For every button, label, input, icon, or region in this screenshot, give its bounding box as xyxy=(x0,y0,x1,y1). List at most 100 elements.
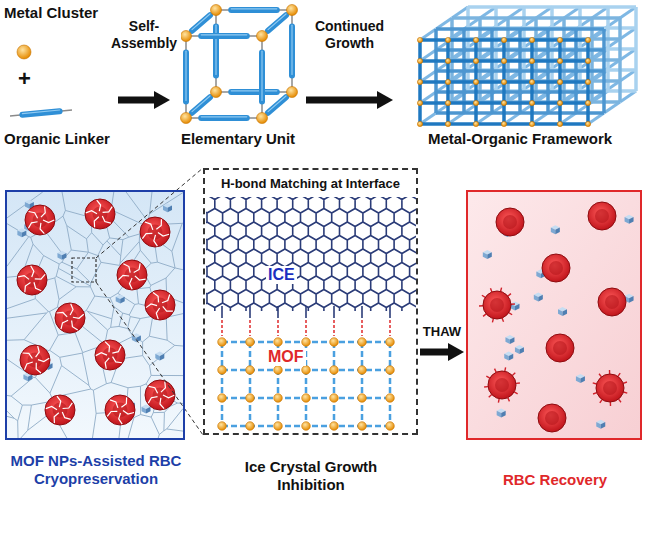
metal-cluster xyxy=(274,338,283,347)
linker-shine xyxy=(231,90,277,91)
mof-np-right xyxy=(580,376,585,383)
mof-link xyxy=(333,342,336,426)
metal-cluster xyxy=(445,58,450,63)
ice-crack xyxy=(46,396,73,423)
linker-shine xyxy=(261,51,262,100)
metal-cluster xyxy=(557,100,562,105)
cell-body xyxy=(596,374,624,402)
linker-core xyxy=(216,91,292,93)
metal-cluster xyxy=(585,79,590,84)
membrane-spike xyxy=(512,373,515,376)
h-bond xyxy=(249,320,251,336)
frozen-cells xyxy=(17,199,175,425)
metal-cluster xyxy=(557,37,562,42)
red-blood-cell xyxy=(105,395,135,425)
cell-dimple xyxy=(549,261,563,275)
mof-np-right xyxy=(120,297,125,304)
mof-np-left xyxy=(534,295,539,302)
metal-cluster xyxy=(274,366,283,375)
red-blood-cell xyxy=(538,404,566,432)
mof-np-right xyxy=(160,354,165,361)
linker-body xyxy=(201,115,247,121)
ice-crack xyxy=(28,207,54,234)
mof-np-left xyxy=(558,309,563,316)
metal-cluster xyxy=(386,394,395,403)
linker-body xyxy=(268,15,286,31)
lattice-rod xyxy=(586,40,590,124)
mof-np-right xyxy=(629,296,634,303)
mof-np-right xyxy=(509,354,514,361)
metal-cluster xyxy=(302,394,311,403)
metal-cluster xyxy=(585,58,590,63)
lattice-rod xyxy=(420,122,588,126)
linker-core xyxy=(185,36,187,118)
membrane-spike xyxy=(514,392,517,394)
figure-label: H-bond Matching at Interface xyxy=(205,176,416,192)
metal-cluster xyxy=(274,394,283,403)
membrane-spike xyxy=(490,288,491,292)
red-blood-cell xyxy=(598,288,626,316)
red-blood-cell xyxy=(479,288,515,323)
metal-cluster xyxy=(358,422,367,431)
arrow-label: Continued Growth xyxy=(308,18,392,52)
linker-body xyxy=(231,89,277,95)
red-blood-cell xyxy=(140,217,170,247)
metal-cluster xyxy=(501,58,506,63)
red-blood-cell xyxy=(17,265,47,295)
linker-shine xyxy=(268,14,286,30)
metal-cluster xyxy=(529,37,534,42)
mof-np-left xyxy=(497,411,502,418)
ice-stub xyxy=(249,306,251,318)
linker-core xyxy=(186,117,262,119)
metal-cluster xyxy=(330,338,339,347)
linker-shine xyxy=(185,51,186,100)
lattice-rod xyxy=(634,7,638,91)
mof-np-right xyxy=(515,304,520,311)
figure-group: Elementary Unit xyxy=(172,4,304,150)
metal-cluster xyxy=(218,366,227,375)
cell-body xyxy=(140,217,170,247)
red-blood-cell xyxy=(496,208,524,236)
metal-cluster xyxy=(529,100,534,105)
red-blood-cell xyxy=(484,367,520,402)
metal-cluster xyxy=(386,366,395,375)
metal-cluster xyxy=(473,79,478,84)
metal-cluster xyxy=(417,58,422,63)
process-arrow xyxy=(118,97,154,104)
mof-link xyxy=(249,342,252,426)
mof-np-left xyxy=(576,376,581,383)
linker-shine xyxy=(201,34,247,35)
mof-link xyxy=(389,342,392,426)
cell-dimple xyxy=(490,298,504,312)
region-label: MOF xyxy=(266,348,306,366)
arrow-label: Self-Assembly xyxy=(107,18,181,52)
mof-np-left xyxy=(17,230,22,237)
panel-caption: Ice Crystal Growth Inhibition xyxy=(231,458,391,494)
cell-body xyxy=(538,404,566,432)
red-blood-cell xyxy=(542,254,570,282)
h-bond xyxy=(305,320,307,336)
cell-dimple xyxy=(595,209,609,223)
metal-cluster xyxy=(287,87,298,98)
lattice-rod xyxy=(602,29,606,113)
mof-np-right xyxy=(28,374,33,381)
mof-np-right xyxy=(538,295,543,302)
red-blood-cell xyxy=(546,334,574,362)
linker-core xyxy=(291,10,293,92)
membrane-spike xyxy=(484,386,488,388)
mof-np-left xyxy=(25,202,30,209)
metal-cluster xyxy=(445,37,450,42)
red-blood-cell xyxy=(85,199,115,229)
membrane-spike xyxy=(502,318,503,322)
zoom-leader xyxy=(96,282,203,435)
cell-dimple xyxy=(503,215,517,229)
cell-dimple xyxy=(545,411,559,425)
panel-box: H-bond Matching at InterfaceIce Crystal … xyxy=(203,168,418,435)
linker-shine xyxy=(268,96,286,112)
metal-cluster xyxy=(445,100,450,105)
metal-cluster xyxy=(473,37,478,42)
metal-cluster xyxy=(501,121,506,126)
cell-body xyxy=(598,288,626,316)
figure-label: Elementary Unit xyxy=(172,130,304,148)
metal-cluster xyxy=(246,338,255,347)
